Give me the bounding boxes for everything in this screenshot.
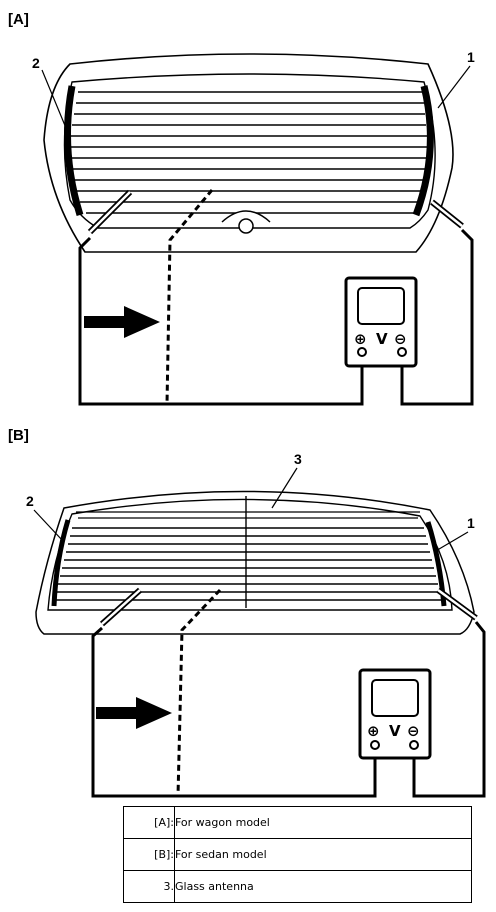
- legend-value: For sedan model: [174, 838, 472, 871]
- sedan-rear-glass: [35, 490, 475, 635]
- wire-right-b: [412, 621, 486, 798]
- glass-antenna-lines: [76, 511, 420, 519]
- volt-unit-a: V: [376, 330, 388, 348]
- legend-value: For wagon model: [174, 806, 472, 839]
- callout-1-b: 1: [467, 515, 475, 531]
- plus-terminal-icon-b: ⊕: [367, 722, 380, 740]
- defogger-grid-lines-b: [54, 527, 442, 601]
- voltmeter-a: [344, 276, 418, 368]
- arrow-right-icon-a: [84, 306, 160, 338]
- legend-row: 3. Glass antenna: [123, 870, 472, 903]
- minus-terminal-icon-a: ⊖: [394, 330, 407, 348]
- voltmeter-b: [358, 668, 432, 760]
- callout-2-a: 2: [32, 55, 40, 71]
- plus-terminal-icon-a: ⊕: [354, 330, 367, 348]
- wire-left-b: [91, 626, 377, 798]
- wiper-pivot-icon: [238, 218, 254, 234]
- volt-unit-b: V: [389, 722, 401, 740]
- callout-2-b: 2: [26, 493, 34, 509]
- bus-bar-right-a: [412, 85, 434, 217]
- section-b-label: [B]: [8, 427, 29, 444]
- callout-1-a: 1: [467, 49, 475, 65]
- section-a-label: [A]: [8, 11, 29, 28]
- arrow-right-icon-b: [96, 697, 172, 729]
- probe-right-a: [430, 199, 464, 229]
- callout-3-b: 3: [294, 451, 302, 467]
- legend-key: [A]:: [123, 806, 175, 839]
- probe-path-dashed-b: [176, 588, 222, 797]
- probe-left-a: [87, 189, 133, 235]
- legend-row: [A]: For wagon model: [123, 806, 472, 839]
- wire-right-a: [400, 228, 474, 406]
- bus-bar-left-a: [64, 85, 84, 217]
- minus-terminal-icon-b: ⊖: [407, 722, 420, 740]
- legend-key: 3.: [123, 870, 175, 903]
- legend-table: [A]: For wagon model [B]: For sedan mode…: [123, 806, 472, 903]
- wire-left-a: [78, 236, 364, 406]
- bus-bar-left-b: [51, 519, 71, 607]
- probe-right-b: [436, 587, 478, 621]
- defogger-grid-lines-a: [70, 91, 427, 214]
- legend-value: Glass antenna: [174, 870, 472, 903]
- probe-left-b: [99, 587, 143, 627]
- legend-key: [B]:: [123, 838, 175, 871]
- legend-row: [B]: For sedan model: [123, 838, 472, 871]
- probe-path-dashed-a: [165, 189, 214, 405]
- wagon-rear-glass: [43, 53, 454, 253]
